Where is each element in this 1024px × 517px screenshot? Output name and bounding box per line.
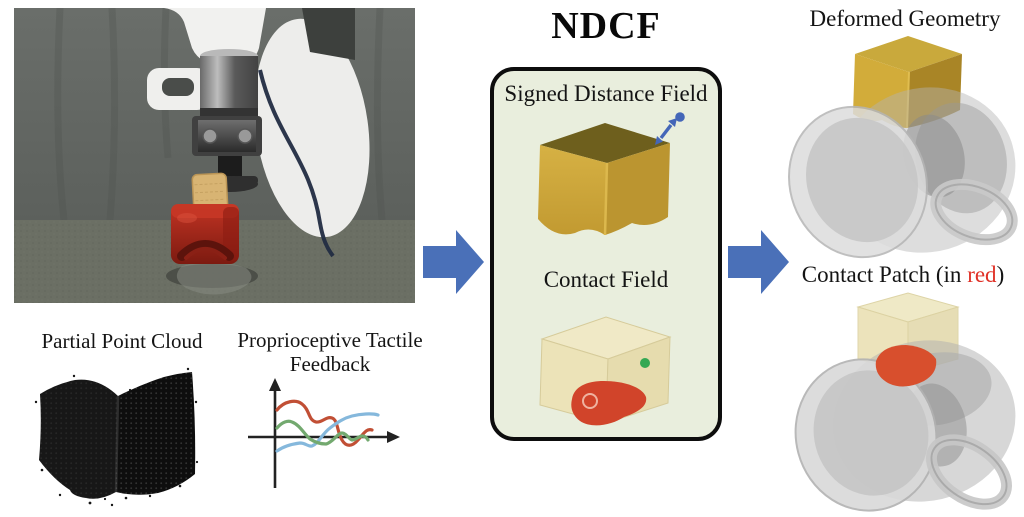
gold-cube-front	[538, 145, 607, 235]
gold-cube-top	[540, 123, 670, 163]
point-cloud-image	[34, 367, 199, 507]
force-curve-blue	[275, 412, 380, 453]
contact-field-label: Contact Field	[543, 267, 669, 292]
ndcf-title: NDCF	[551, 5, 661, 47]
contact-query-ring-icon	[582, 393, 598, 409]
flow-arrow-right-icon	[728, 230, 789, 294]
stray-points	[34, 367, 199, 507]
flow-arrow-left-icon	[423, 230, 484, 294]
gold-cube-right	[605, 143, 670, 235]
sdf-cube-image	[538, 112, 685, 236]
force-curve-green	[275, 419, 370, 446]
deformed-geometry-label: Deformed Geometry	[809, 6, 1001, 31]
contact-patch-mug	[794, 340, 1016, 512]
robot-experiment-photo	[14, 8, 415, 303]
contact-patch-label: Contact Patch (in red)	[801, 262, 1005, 287]
contact-field-image	[539, 316, 672, 426]
contact-patch-region	[571, 381, 647, 426]
sdf-query-marker-icon	[655, 112, 685, 145]
contact-point-green-icon	[640, 358, 650, 368]
sdf-label: Signed Distance Field	[504, 81, 708, 106]
gold-cube-on-mug	[853, 36, 962, 129]
red-word: red	[967, 262, 997, 287]
red-mug-object	[166, 204, 258, 295]
robot-end-effector	[192, 49, 262, 192]
x-axis-arrowhead	[387, 431, 400, 443]
contact-patch-image	[794, 292, 1016, 512]
deformed-geometry-image	[788, 36, 1018, 259]
y-axis-arrowhead	[269, 378, 281, 391]
robot-cable	[258, 69, 335, 258]
deformed-mug	[788, 87, 1018, 259]
contact-patch-region	[875, 345, 937, 387]
partial-point-cloud-label: Partial Point Cloud	[41, 329, 203, 353]
tactile-plot	[248, 378, 400, 488]
force-curve-red	[275, 399, 374, 447]
tactile-feedback-label: Proprioceptive Tactile Feedback	[237, 328, 423, 376]
ndcf-box: Signed Distance Field Contact Field	[490, 67, 722, 441]
robot-arm	[147, 8, 370, 238]
